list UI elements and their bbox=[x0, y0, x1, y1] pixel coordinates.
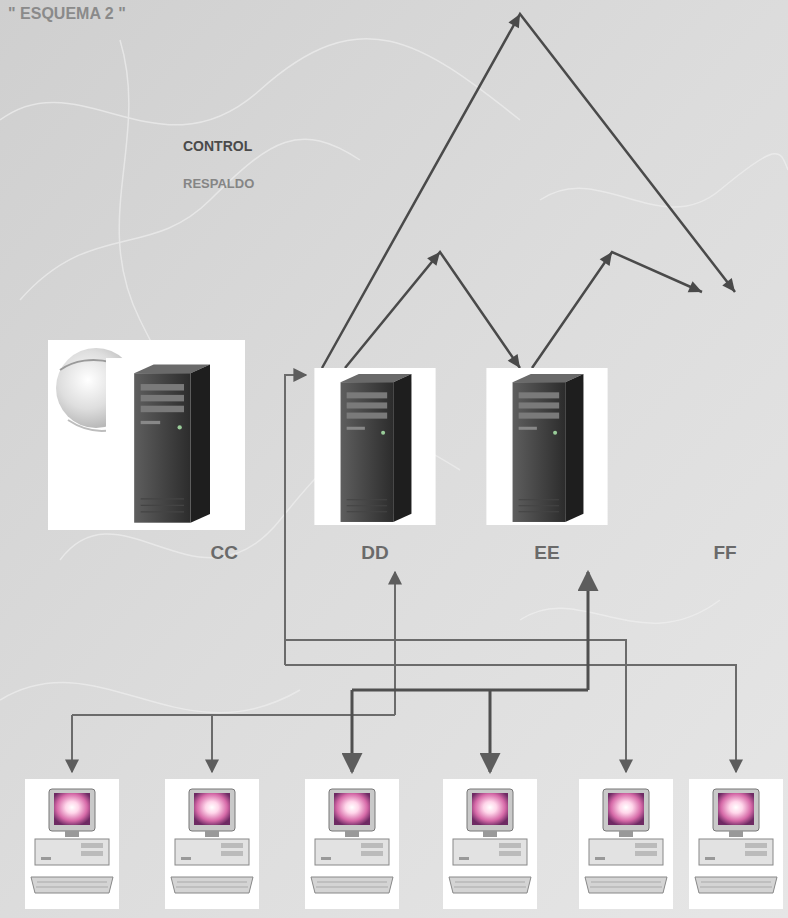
role-label: CONTROL bbox=[183, 138, 252, 154]
node-label: DD bbox=[310, 541, 440, 565]
workstation-icon bbox=[305, 779, 399, 909]
arrowhead bbox=[600, 252, 612, 266]
flow-connector bbox=[322, 14, 735, 368]
wire bbox=[489, 690, 492, 772]
arrowhead bbox=[508, 14, 520, 28]
flow-connector bbox=[345, 252, 520, 368]
workstation-icon bbox=[579, 779, 673, 909]
workstations bbox=[25, 779, 783, 909]
texture-line bbox=[20, 139, 360, 300]
wire bbox=[394, 572, 396, 715]
texture-line bbox=[520, 600, 720, 623]
node-label: CC bbox=[48, 541, 248, 565]
workstation-icon bbox=[689, 779, 783, 909]
workstation-icon bbox=[25, 779, 119, 909]
arrowhead bbox=[722, 278, 735, 292]
arrowhead bbox=[688, 281, 702, 292]
node-label: FF bbox=[680, 541, 770, 565]
wire bbox=[352, 689, 588, 692]
role-label: RESPALDO bbox=[183, 176, 254, 191]
connector-line bbox=[532, 252, 702, 368]
wire bbox=[587, 572, 590, 690]
server-node: EE bbox=[482, 368, 612, 565]
server-illustration bbox=[48, 340, 245, 530]
server-illustration bbox=[485, 368, 609, 525]
server-node: FF bbox=[680, 292, 770, 565]
workstation-icon bbox=[165, 779, 259, 909]
node-illustration bbox=[482, 368, 609, 529]
wire bbox=[71, 715, 73, 772]
workstation-icon bbox=[443, 779, 537, 909]
connector-line bbox=[322, 14, 735, 368]
server-node: CC bbox=[48, 340, 248, 565]
wire bbox=[285, 640, 626, 772]
node-illustration bbox=[310, 368, 437, 529]
flow-connector bbox=[532, 252, 702, 368]
wire bbox=[351, 690, 354, 772]
wire bbox=[285, 375, 306, 665]
texture-line bbox=[0, 683, 300, 713]
texture-line bbox=[0, 39, 520, 125]
arrowhead bbox=[427, 252, 440, 266]
connector-line bbox=[345, 252, 520, 368]
node-label: EE bbox=[482, 541, 612, 565]
server-illustration bbox=[313, 368, 437, 525]
diagram-title: " ESQUEMA 2 " bbox=[8, 5, 126, 23]
server-node: DD bbox=[310, 368, 440, 565]
wire bbox=[285, 665, 736, 772]
arrowhead bbox=[508, 354, 520, 368]
wire bbox=[211, 715, 213, 772]
wire bbox=[72, 714, 395, 716]
node-illustration bbox=[48, 340, 245, 534]
